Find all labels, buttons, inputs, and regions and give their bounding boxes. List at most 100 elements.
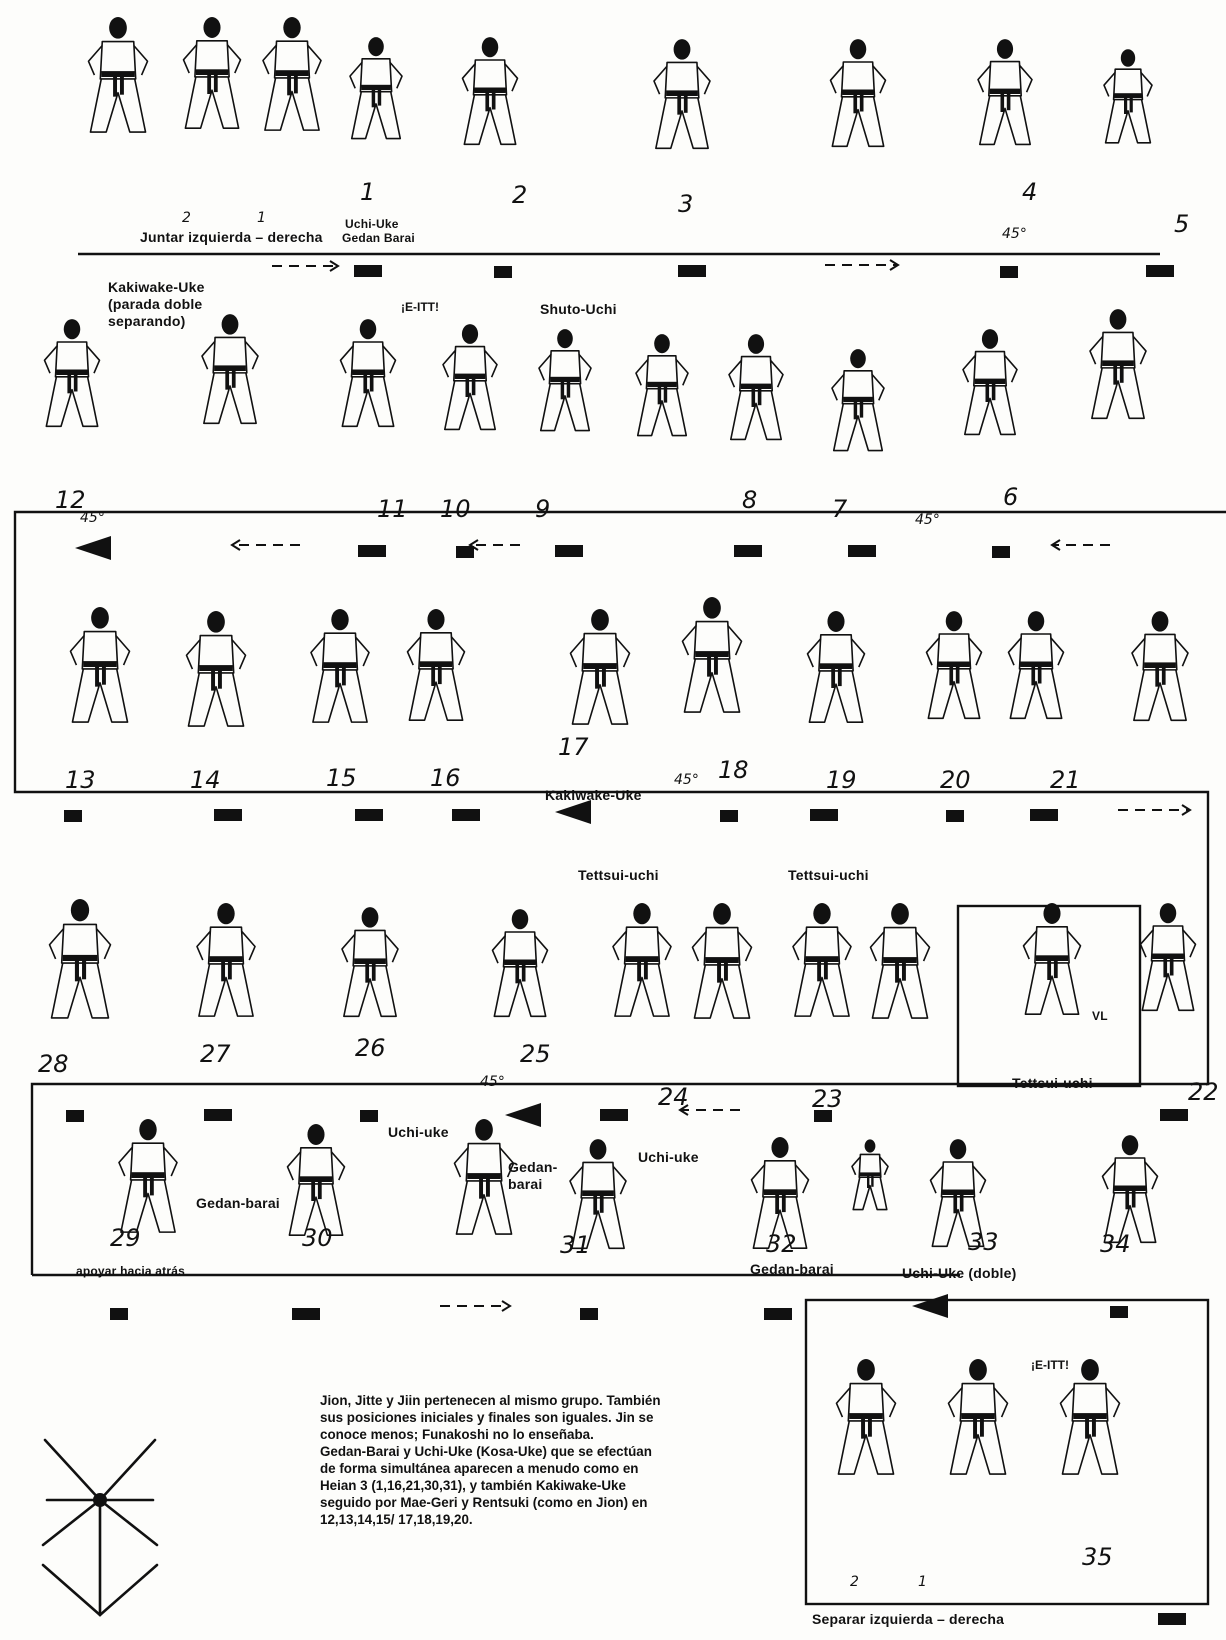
- head: [360, 319, 377, 339]
- head: [207, 611, 225, 633]
- belt-end: [752, 389, 756, 407]
- belt-end: [602, 669, 606, 687]
- belt-end: [294, 76, 298, 93]
- belt-end: [986, 384, 990, 402]
- belt: [705, 957, 738, 963]
- karate-figure: [1132, 611, 1188, 720]
- label-kakiwake-uke-17: Kakiwake-Uke: [545, 788, 642, 803]
- legs: [265, 78, 319, 130]
- belt-end: [228, 962, 232, 979]
- karate-figure: [342, 907, 398, 1016]
- belt-end: [1170, 959, 1174, 976]
- head: [482, 37, 499, 57]
- belt-end: [82, 961, 86, 979]
- figure-number: 35: [1082, 1545, 1113, 1569]
- karate-figure: [463, 37, 518, 144]
- belt: [1102, 360, 1134, 366]
- belt: [695, 651, 728, 657]
- belt-end: [1155, 668, 1159, 687]
- belt: [860, 1172, 880, 1176]
- label-gedan-barai-30: Gedan-barai: [196, 1196, 280, 1211]
- legs: [494, 967, 545, 1017]
- karate-figure: [311, 609, 369, 722]
- karate-figure: [455, 1119, 514, 1234]
- belt-end: [595, 669, 599, 689]
- note-line: Heian 3 (1,16,21,30,31), y también Kakiw…: [320, 1477, 740, 1494]
- legs: [204, 373, 256, 423]
- head: [654, 334, 670, 353]
- belt: [849, 1413, 882, 1419]
- karate-figure: [1009, 611, 1064, 718]
- karate-figure: [89, 17, 148, 132]
- legs: [445, 381, 495, 430]
- note-line: conoce menos; Funakoshi no lo enseñaba.: [320, 1426, 740, 1443]
- figure-number: 18: [718, 758, 749, 782]
- belt-end: [211, 671, 215, 691]
- belt-end: [1130, 98, 1133, 112]
- head: [590, 1139, 607, 1160]
- belt: [474, 88, 505, 94]
- karate-figure: [341, 319, 396, 426]
- head: [1160, 903, 1177, 923]
- belt-end: [515, 965, 519, 983]
- belt: [626, 956, 659, 962]
- head: [827, 611, 844, 632]
- legs: [541, 384, 590, 431]
- figure-number: 32: [766, 1232, 797, 1256]
- belt: [352, 370, 383, 376]
- head: [703, 597, 721, 619]
- head: [950, 1139, 967, 1159]
- head: [865, 1139, 876, 1152]
- belt-end: [707, 657, 711, 677]
- figure-number: 29: [110, 1226, 141, 1250]
- belt-end: [221, 962, 225, 981]
- belt: [1036, 955, 1068, 961]
- label-uchi-uke: Uchi-Uke: [345, 218, 399, 231]
- note-line: Jion, Jitte y Jiin pertenecen al mismo g…: [320, 1392, 740, 1409]
- belt-end: [838, 669, 842, 686]
- note-line: sus posiciones iniciales y finales son i…: [320, 1409, 740, 1426]
- legs: [46, 377, 97, 427]
- head: [591, 609, 609, 631]
- belt: [842, 90, 873, 96]
- figure-number: 4: [1022, 180, 1037, 204]
- head: [71, 899, 89, 921]
- belt: [56, 370, 87, 376]
- belt-end: [775, 1195, 779, 1214]
- head: [475, 1119, 493, 1141]
- belt: [582, 1190, 614, 1196]
- head: [969, 1359, 987, 1381]
- legs: [928, 669, 979, 719]
- belt-end: [868, 1419, 872, 1437]
- legs: [352, 92, 401, 139]
- head: [217, 903, 234, 924]
- belt-end: [684, 96, 688, 113]
- foot-mark: 1: [918, 1576, 927, 1589]
- head: [633, 903, 650, 924]
- karate-figure: [187, 611, 246, 726]
- belt-end: [232, 371, 236, 388]
- legs: [1134, 670, 1186, 720]
- legs: [464, 95, 515, 145]
- belt: [820, 663, 852, 669]
- belt-end: [1007, 94, 1011, 110]
- belt-end: [365, 964, 369, 983]
- karate-figure: [871, 903, 930, 1018]
- belt-end: [758, 389, 762, 405]
- note-line: Gedan-Barai y Uchi-Uke (Kosa-Uke) que se…: [320, 1443, 740, 1460]
- figure-number: 24: [658, 1085, 689, 1109]
- legs: [72, 669, 127, 722]
- belt: [63, 955, 98, 961]
- belt-end: [593, 1196, 597, 1215]
- head: [982, 329, 998, 349]
- belt-end: [953, 1195, 957, 1213]
- karate-figure: [443, 324, 497, 429]
- legs: [980, 96, 1030, 145]
- karate-figure: [831, 39, 886, 146]
- legs: [950, 1421, 1005, 1474]
- belt: [455, 374, 486, 379]
- belt-end: [960, 1195, 964, 1212]
- karate-figure: [927, 611, 982, 718]
- legs: [731, 391, 781, 440]
- belt-end: [372, 90, 375, 107]
